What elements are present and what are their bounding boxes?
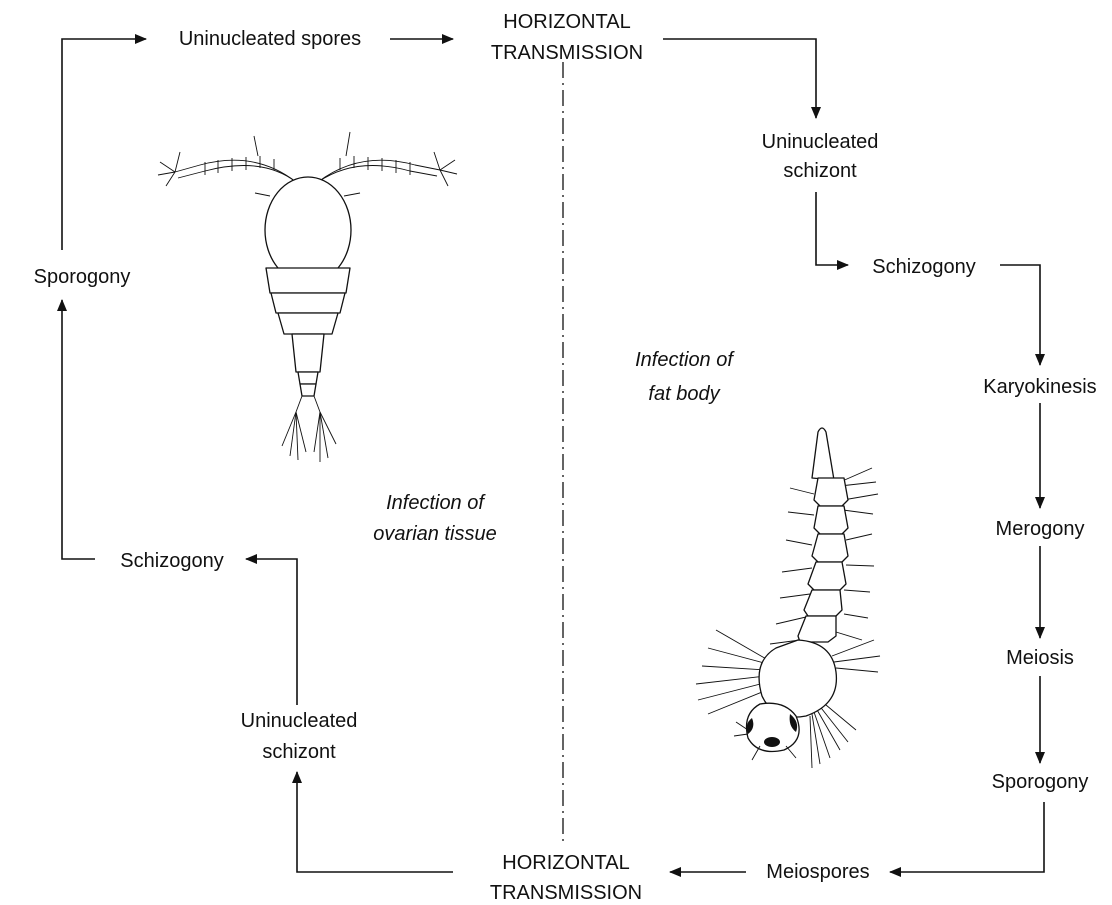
left-schizogony-label: Schizogony: [120, 550, 223, 572]
left-uninucleated-schizont-line1: Uninucleated: [241, 710, 358, 732]
merogony-label: Merogony: [996, 518, 1085, 540]
meiospores-label: Meiospores: [766, 861, 869, 883]
ovarian-infection-line2: ovarian tissue: [373, 523, 496, 545]
fat-body-infection-line1: Infection of: [635, 349, 735, 371]
left-uninucleated-spores-label: Uninucleated spores: [179, 28, 361, 50]
arrow-transmission-to-right-schizont: [663, 39, 816, 118]
arrow-schizont-to-schizogony: [246, 559, 297, 705]
arrow-schizont-to-schizogony: [816, 192, 848, 265]
fat-body-infection-line2: fat body: [648, 383, 720, 405]
right-uninucleated-schizont-line1: Uninucleated: [762, 131, 879, 153]
left-sporogony-label: Sporogony: [34, 266, 131, 288]
left-uninucleated-schizont-line2: schizont: [262, 741, 336, 763]
karyokinesis-label: Karyokinesis: [983, 376, 1096, 398]
meiosis-label: Meiosis: [1006, 647, 1074, 669]
bottom-transmission-line2: TRANSMISSION: [490, 882, 642, 904]
right-sporogony-label: Sporogony: [992, 771, 1089, 793]
arrow-schizogony-to-sporogony: [62, 300, 95, 559]
top-transmission-line2: TRANSMISSION: [491, 42, 643, 64]
arrow-sporogony-to-meiospores: [890, 802, 1044, 872]
right-schizogony-label: Schizogony: [872, 256, 975, 278]
mosquito-larva-icon: [696, 428, 880, 768]
arrow-sporogony-to-spores: [62, 39, 146, 250]
ovarian-infection-line1: Infection of: [386, 492, 486, 514]
right-uninucleated-schizont-line2: schizont: [783, 160, 857, 182]
arrow-schizogony-to-karyokinesis: [1000, 265, 1040, 365]
top-transmission-line1: HORIZONTAL: [503, 11, 630, 33]
bottom-transmission-line1: HORIZONTAL: [502, 852, 629, 874]
arrow-transmission-to-left-schizont: [297, 772, 453, 872]
copepod-icon: [158, 132, 457, 462]
